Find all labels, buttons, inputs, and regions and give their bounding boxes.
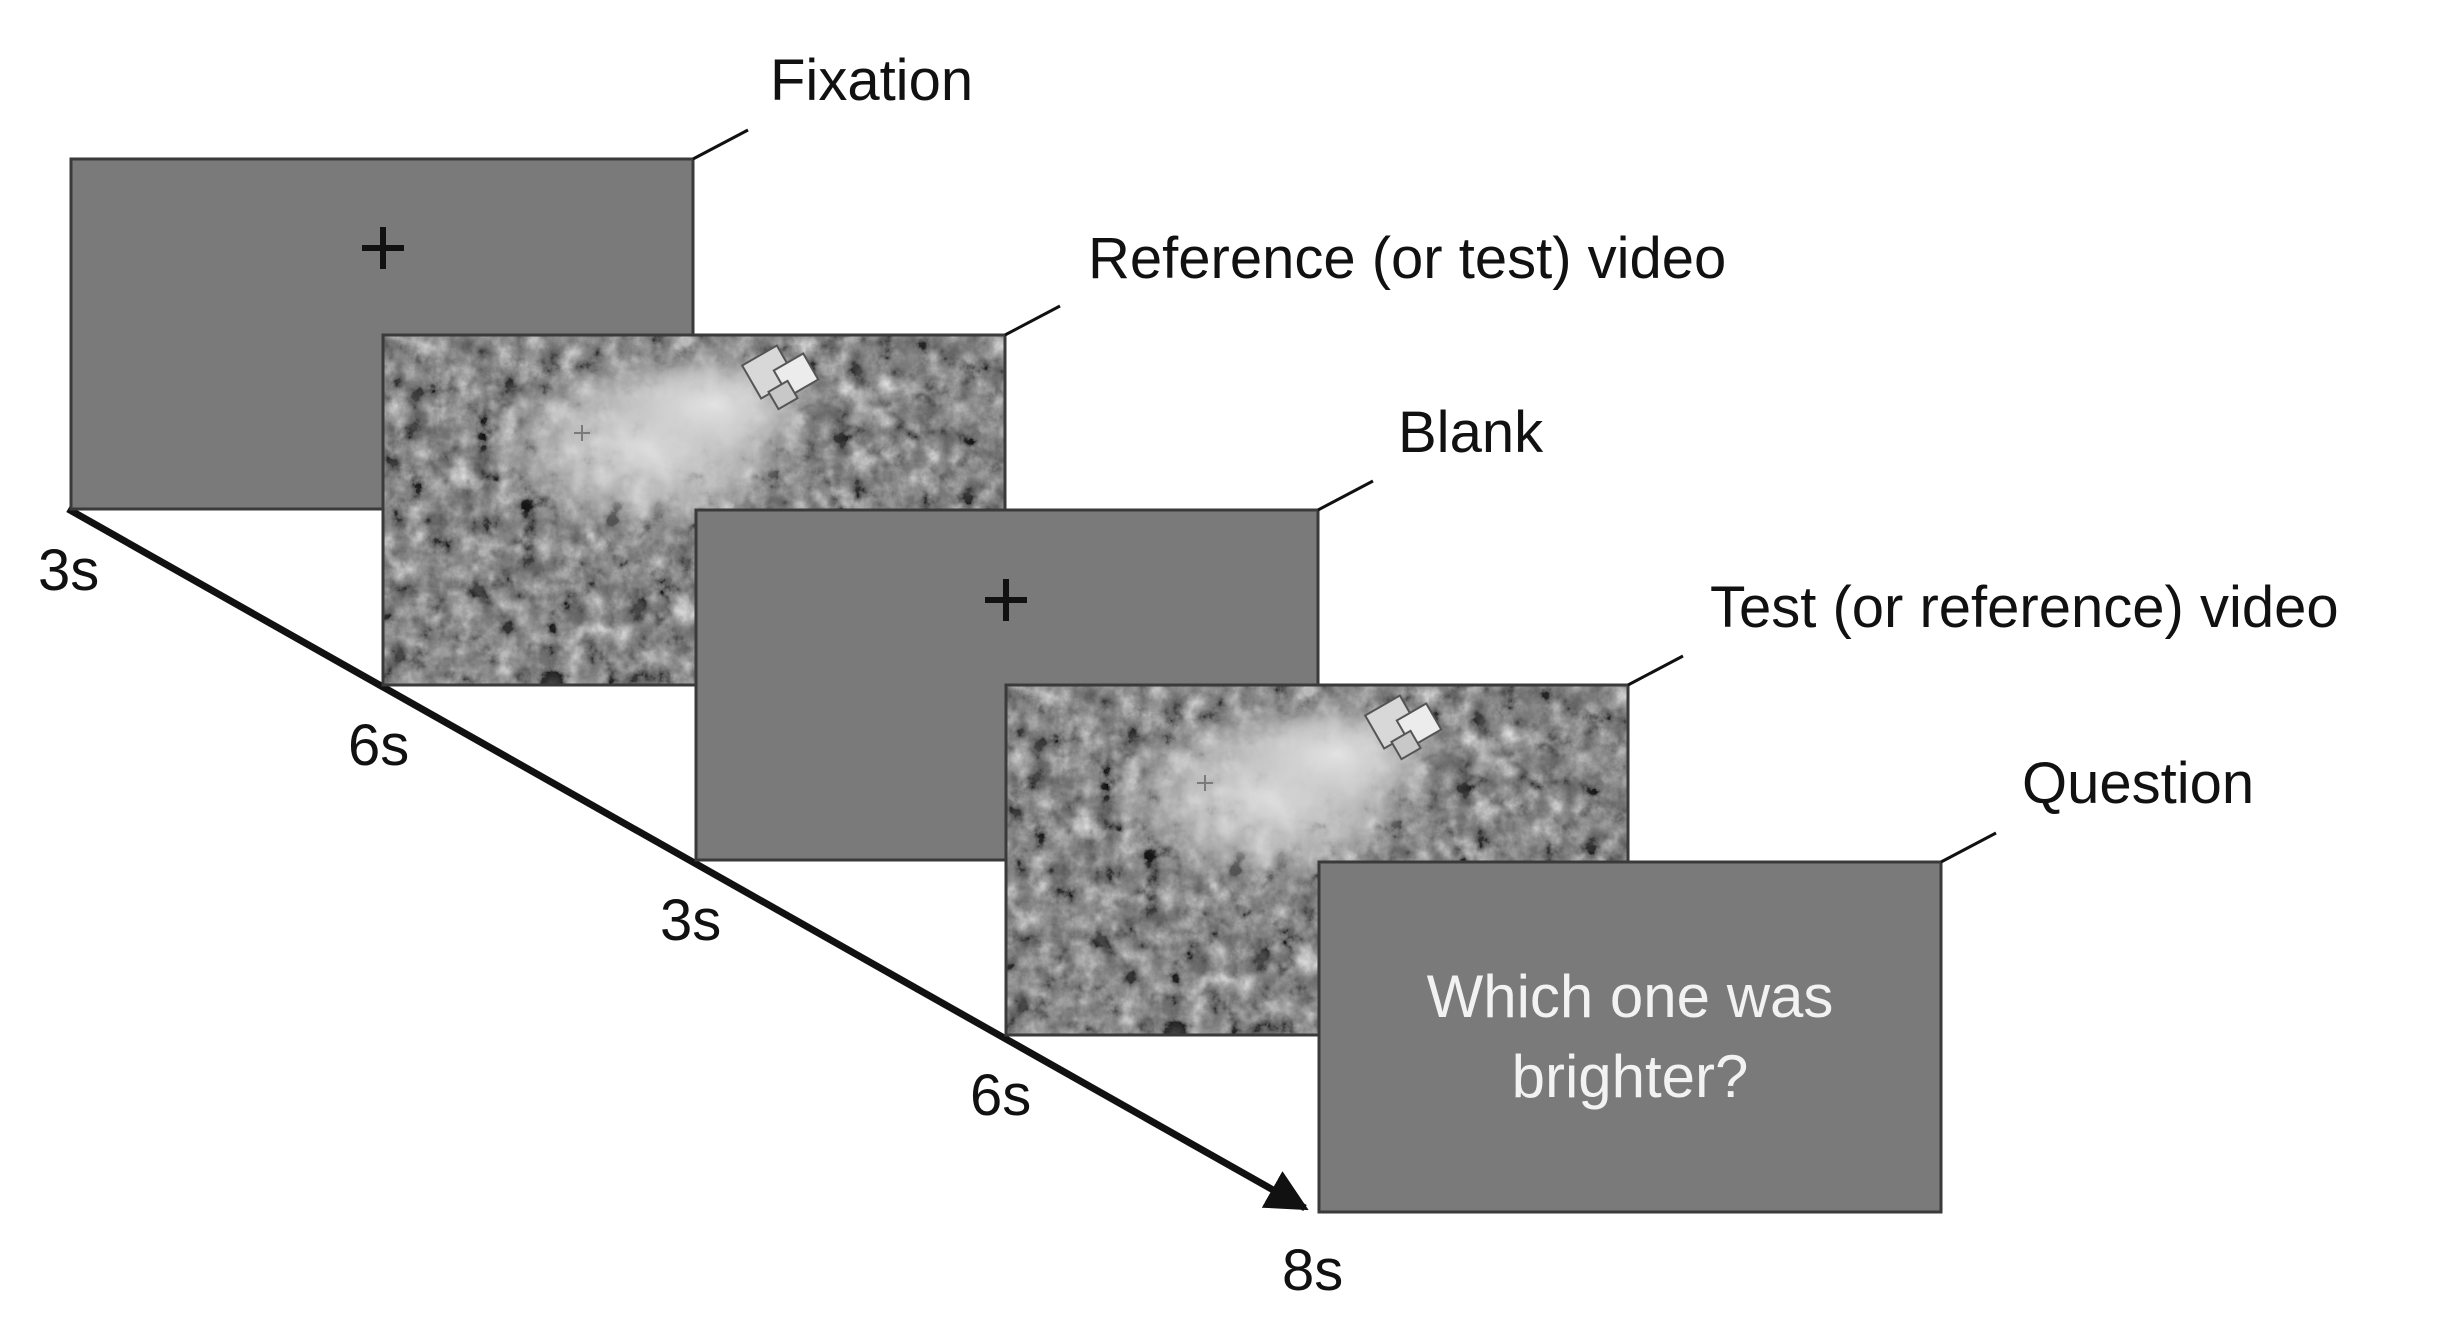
leader-line xyxy=(1940,831,1997,864)
question-line-2: brighter? xyxy=(1512,1043,1749,1110)
screen-label-test-video: Test (or reference) video xyxy=(1710,575,2339,640)
screen-reference-video: Reference (or test) video xyxy=(381,226,1726,687)
question-line-1: Which one was xyxy=(1427,963,1834,1030)
screen-label-blank: Blank xyxy=(1398,400,1544,465)
screen-test-video: Test (or reference) video xyxy=(1004,575,2339,1037)
leader-line xyxy=(1627,654,1684,687)
timeline-arrow xyxy=(66,505,1309,1212)
plus-icon xyxy=(985,579,1027,621)
screen-label-fixation: Fixation xyxy=(770,48,973,113)
screen-label-question: Question xyxy=(2022,751,2254,816)
timeline-tick-label: 3s xyxy=(660,888,721,953)
timeline-tick-label: 8s xyxy=(1282,1238,1343,1303)
timeline-tick-label: 3s xyxy=(38,538,99,603)
aerial-video-frame xyxy=(1004,683,1630,1037)
plus-icon xyxy=(362,227,404,269)
timeline-tick-label: 6s xyxy=(970,1063,1031,1128)
leader-line xyxy=(1004,304,1061,337)
timeline-tick-label: 6s xyxy=(348,713,409,778)
leader-line xyxy=(692,128,749,161)
screen-label-reference-video: Reference (or test) video xyxy=(1088,226,1726,291)
question-screen xyxy=(1317,860,1943,1214)
screen-question: Which one was brighter? Question xyxy=(1317,751,2254,1214)
leader-line xyxy=(1317,479,1374,512)
